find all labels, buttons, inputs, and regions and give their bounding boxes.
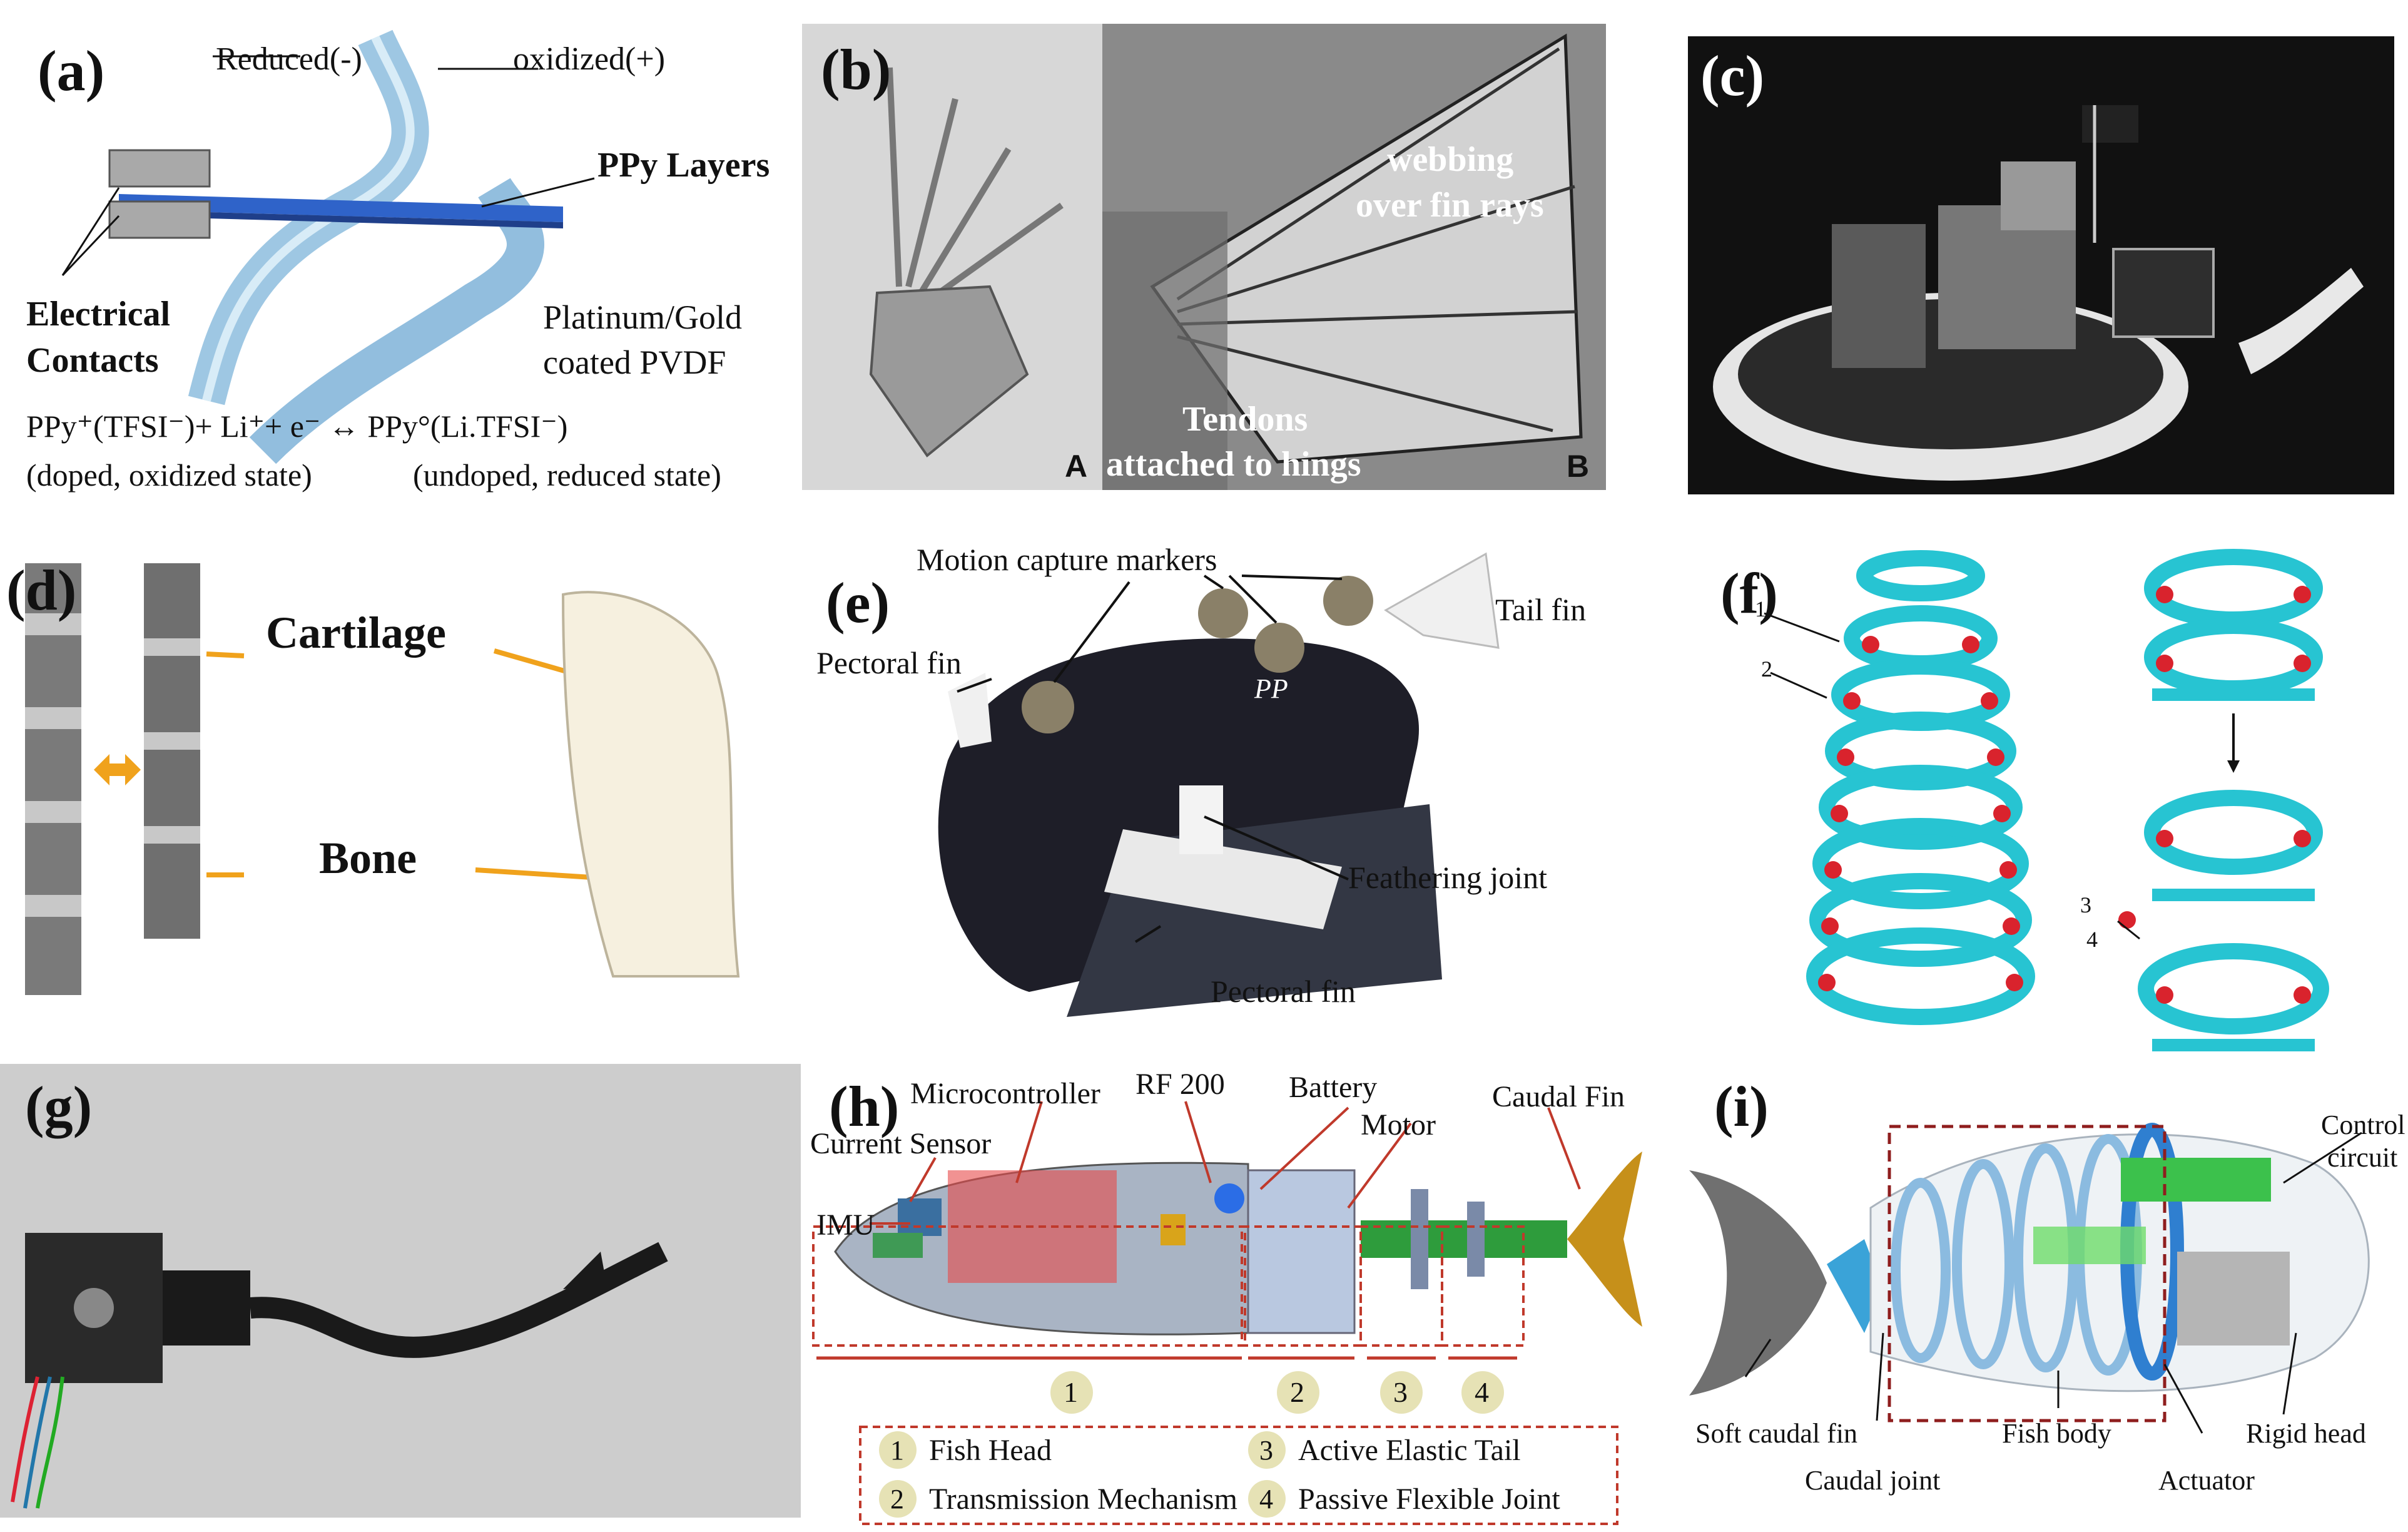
electrical-contacts-label-2: Contacts <box>26 341 159 380</box>
bone-label: Bone <box>319 833 417 883</box>
control-circuit-label-2: circuit <box>2327 1142 2398 1173</box>
imu-label: IMU <box>816 1208 875 1242</box>
legend-num: 1 <box>890 1435 904 1466</box>
legend-text: Active Elastic Tail <box>1298 1434 1521 1467</box>
fish-robot-schematic <box>812 1101 1642 1525</box>
webbing-label-1: webbing <box>1387 140 1514 179</box>
part-2-label: 2 <box>1761 656 1772 682</box>
panel-a-tag: (a) <box>38 39 105 103</box>
segment-1-marker: 1 <box>1064 1376 1078 1408</box>
legend-text: Transmission Mechanism <box>929 1483 1237 1516</box>
panel-f: (f) 1 2 3 4 <box>1714 538 2396 1070</box>
undoped-state-label: (undoped, reduced state) <box>413 457 721 493</box>
caudal-fin-label: Caudal Fin <box>1492 1080 1625 1113</box>
panel-h-tag: (h) <box>829 1075 900 1138</box>
part-3-label: 3 <box>2080 892 2091 917</box>
current-sensor-label: Current Sensor <box>810 1127 992 1160</box>
control-circuit-label-1: Control <box>2321 1110 2405 1140</box>
substrate-label-1: Platinum/Gold <box>543 299 743 336</box>
actuator-diagram <box>61 29 595 464</box>
panel-i-tag: (i) <box>1714 1075 1769 1138</box>
rf-label: RF 200 <box>1135 1068 1225 1101</box>
caudal-joint-label: Caudal joint <box>1805 1465 1941 1496</box>
fish-body-label: Fish body <box>2002 1418 2111 1449</box>
doped-state-label: (doped, oxidized state) <box>26 457 312 493</box>
ppy-layers-label: PPy Layers <box>597 146 770 185</box>
tail-fin-label: Tail fin <box>1495 592 1586 627</box>
battery-label: Battery <box>1289 1071 1378 1104</box>
panel-b-tag: (b) <box>821 38 892 101</box>
motor-label: Motor <box>1361 1108 1436 1141</box>
electrical-contacts-label-1: Electrical <box>26 295 171 334</box>
webbing-label-2: over fin rays <box>1356 186 1544 225</box>
tendons-label-2: attached to hings <box>1106 445 1361 484</box>
soft-caudal-fin-label: Soft caudal fin <box>1695 1418 1858 1449</box>
panel-i: (i) Control circuit Soft caudal fin Fish… <box>1683 1064 2405 1514</box>
tail-robot-photo <box>0 1064 801 1518</box>
helical-structure-diagram <box>1764 549 2329 1051</box>
feathering-joint-label: Feathering joint <box>1348 860 1547 895</box>
panel-c: (c) <box>1688 36 2394 494</box>
reduced-label: Reduced(-) <box>216 41 362 77</box>
redox-equation: PPy⁺(TFSI⁻)+ Li⁺+ e⁻ ↔ PPy°(Li.TFSI⁻) <box>26 409 568 444</box>
substrate-label-2: coated PVDF <box>543 344 726 381</box>
oxidized-label: oxidized(+) <box>513 41 666 77</box>
segment-4-marker: 4 <box>1475 1376 1489 1408</box>
fin-photo <box>802 24 1606 490</box>
motion-markers-label: Motion capture markers <box>917 542 1217 577</box>
panel-g-tag: (g) <box>25 1075 93 1138</box>
microcontroller-label: Microcontroller <box>910 1077 1100 1110</box>
pectoral-fin-bottom-label: Pectoral fin <box>1211 974 1356 1009</box>
part-4-label: 4 <box>2086 927 2098 952</box>
actuator-label: Actuator <box>2158 1465 2255 1496</box>
panel-b: (b) webbing over fin rays Tendons attach… <box>802 24 1606 490</box>
pp-label: PP <box>1254 673 1288 704</box>
panel-e-tag: (e) <box>826 571 890 635</box>
panel-c-tag: (c) <box>1700 44 1765 108</box>
spine-analogy-diagram <box>25 563 740 995</box>
pectoral-fin-robot-photo <box>938 552 1500 1017</box>
legend-text: Passive Flexible Joint <box>1298 1483 1560 1516</box>
panel-d-tag: (d) <box>6 558 77 622</box>
rigid-head-label: Rigid head <box>2246 1418 2366 1449</box>
segment-3-marker: 3 <box>1393 1376 1408 1408</box>
segment-2-marker: 2 <box>1290 1376 1304 1408</box>
sub-label-b: B <box>1567 449 1590 484</box>
legend-num: 3 <box>1259 1435 1273 1466</box>
panel-h: (h) Microcontroller RF 200 Battery Curre… <box>810 1064 1670 1530</box>
legend-text: Fish Head <box>929 1434 1052 1467</box>
panel-a: (a) Reduced(-) oxidized(+) PPy Layers El… <box>0 0 801 507</box>
legend-num: 4 <box>1259 1484 1273 1514</box>
sub-label-a: A <box>1065 449 1088 484</box>
fish-robot-photo <box>1713 105 2364 481</box>
panel-f-tag: (f) <box>1720 561 1778 625</box>
panel-e: (e) Motion capture markers Tail fin Pect… <box>804 541 1586 1029</box>
fish-robot-cutaway <box>1689 1123 2370 1434</box>
panel-d: (d) Cartilage Bone <box>0 544 804 995</box>
tendons-label-1: Tendons <box>1182 400 1308 439</box>
part-1-label: 1 <box>1755 596 1766 621</box>
legend-num: 2 <box>890 1484 904 1514</box>
pectoral-fin-top-label: Pectoral fin <box>816 645 962 680</box>
cartilage-label: Cartilage <box>266 608 446 658</box>
panel-g: (g) <box>0 1064 801 1518</box>
